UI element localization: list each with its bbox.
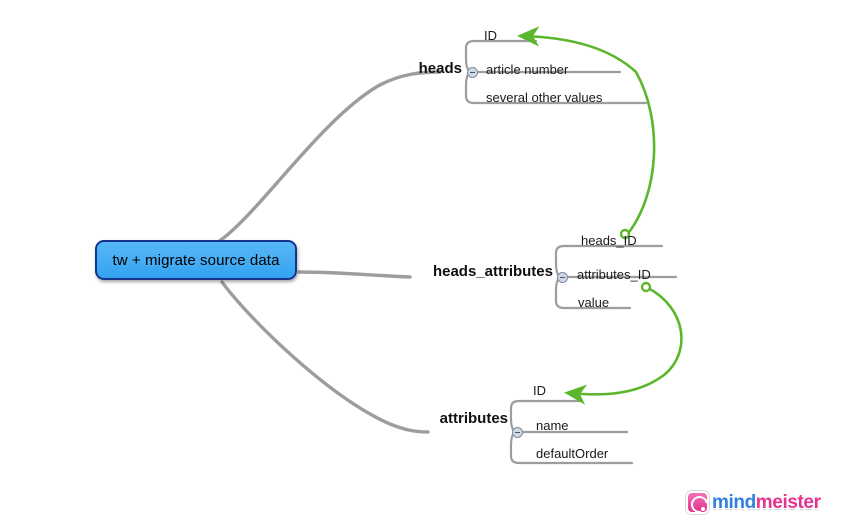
branch-curve-heads-attributes — [297, 270, 412, 279]
leaf-label-heads-several-other-values[interactable]: several other values — [486, 90, 603, 105]
branch-label-heads-attributes[interactable]: heads_attributes — [432, 263, 553, 280]
relation-source-dot-attributesid[interactable] — [640, 281, 652, 293]
leaf-label-attr-defaultorder[interactable]: defaultOrder — [536, 446, 609, 461]
swirl-ring-icon — [687, 492, 712, 516]
collapse-toggle-heads[interactable] — [467, 67, 478, 78]
collapse-toggle-attributes[interactable] — [512, 427, 523, 438]
swirl-dot-icon — [701, 506, 705, 511]
leaf-label-attr-name[interactable]: name — [536, 418, 569, 433]
logo-text-meister: meister — [755, 492, 821, 513]
relation-source-dot-headsid[interactable] — [619, 228, 631, 240]
leaf-label-ha-attributes-id[interactable]: attributes_ID — [577, 267, 651, 282]
mindmeister-swirl-icon — [686, 491, 712, 516]
leaf-label-attr-id[interactable]: ID — [533, 383, 546, 398]
mindmeister-wordmark: mindmeister — [712, 493, 821, 512]
branch-curve-heads — [216, 70, 442, 244]
mindmeister-logo[interactable]: mindmeister — [686, 489, 821, 516]
branch-label-heads[interactable]: heads — [418, 60, 462, 77]
leaf-label-heads-id[interactable]: ID — [484, 28, 497, 43]
root-node-label: tw + migrate source data — [112, 251, 280, 269]
root-node[interactable]: tw + migrate source data — [95, 240, 297, 280]
leaf-label-ha-heads-id[interactable]: heads_ID — [581, 233, 637, 248]
relation-headsid-to-heads-id[interactable] — [517, 26, 656, 238]
leaf-label-heads-article-number[interactable]: article number — [486, 62, 569, 77]
relation-attributesid-to-attributes-id[interactable] — [564, 286, 683, 405]
leaf-label-ha-value[interactable]: value — [578, 295, 610, 310]
branch-curve-attributes — [220, 280, 430, 434]
branch-label-attributes[interactable]: attributes — [439, 410, 508, 427]
collapse-toggle-heads-attributes[interactable] — [557, 272, 568, 283]
logo-text-mind: mind — [712, 492, 756, 513]
